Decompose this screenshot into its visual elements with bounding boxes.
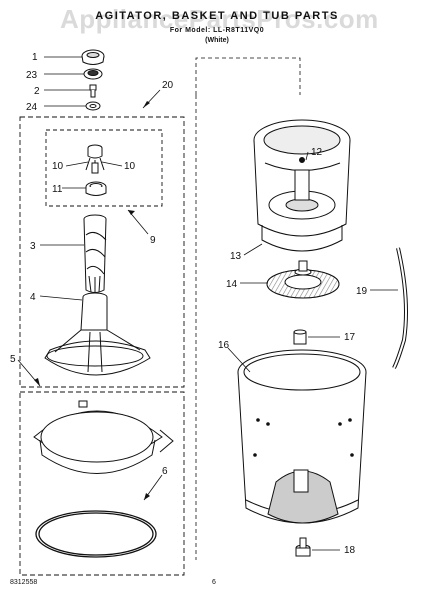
part-3-auger: [83, 214, 107, 293]
callout-24: 24: [26, 102, 38, 113]
leader-lines: [17, 56, 398, 551]
part-18-nut: [295, 537, 311, 557]
part-10-cam: [85, 144, 105, 174]
callout-20: 20: [162, 80, 174, 91]
callout-13: 13: [230, 251, 242, 262]
part-14-hub: [266, 260, 340, 299]
part-1-cap: [81, 49, 105, 65]
page-number: 6: [212, 579, 216, 586]
part-11-ring: [85, 181, 107, 196]
diagram-title: AGITATOR, BASKET AND TUB PARTS: [95, 10, 339, 22]
callout-5: 5: [10, 354, 16, 365]
callout-12: 12: [311, 147, 323, 158]
part-16-tub: [237, 349, 367, 524]
assembly-box-5: [19, 391, 185, 576]
callout-18: 18: [344, 545, 356, 556]
callout-23: 23: [26, 70, 38, 81]
part-2-bolt: [89, 84, 97, 98]
callout-4: 4: [30, 292, 36, 303]
part-13-basket: [253, 119, 351, 252]
model-line: For Model: LL-R8T11VQ0: [169, 27, 265, 34]
part-5-top-ring: [33, 400, 174, 474]
doc-number: 8312558: [10, 579, 38, 586]
dashed-connector-right: [195, 57, 301, 95]
leader-arrows: [34, 101, 150, 500]
callout-9: 9: [150, 235, 156, 246]
callout-labels: 1 23 2 24 20 10 10 11 9 3 4 5 6 12 13 14 19 17 16 18: [10, 52, 368, 556]
callout-16: 16: [218, 340, 230, 351]
callout-19: 19: [356, 286, 368, 297]
part-6-ring: [35, 510, 157, 558]
color-line: (White): [205, 37, 229, 44]
part-24-washer: [85, 101, 101, 111]
callout-11: 11: [52, 184, 63, 195]
callout-17: 17: [344, 332, 356, 343]
callout-10b: 10: [124, 161, 136, 172]
callout-10a: 10: [52, 161, 64, 172]
callout-14: 14: [226, 279, 238, 290]
callout-6: 6: [162, 466, 168, 477]
assembly-box-9: [45, 129, 163, 207]
callout-3: 3: [30, 241, 36, 252]
assembly-box-20: [19, 116, 185, 388]
part-4-agitator-base: [44, 292, 151, 376]
watermark: AppliancePartsPros.com: [60, 4, 379, 34]
part-23-seal: [83, 68, 103, 80]
callout-2: 2: [34, 86, 40, 97]
callout-1: 1: [32, 52, 38, 63]
part-17-nut: [293, 329, 307, 345]
